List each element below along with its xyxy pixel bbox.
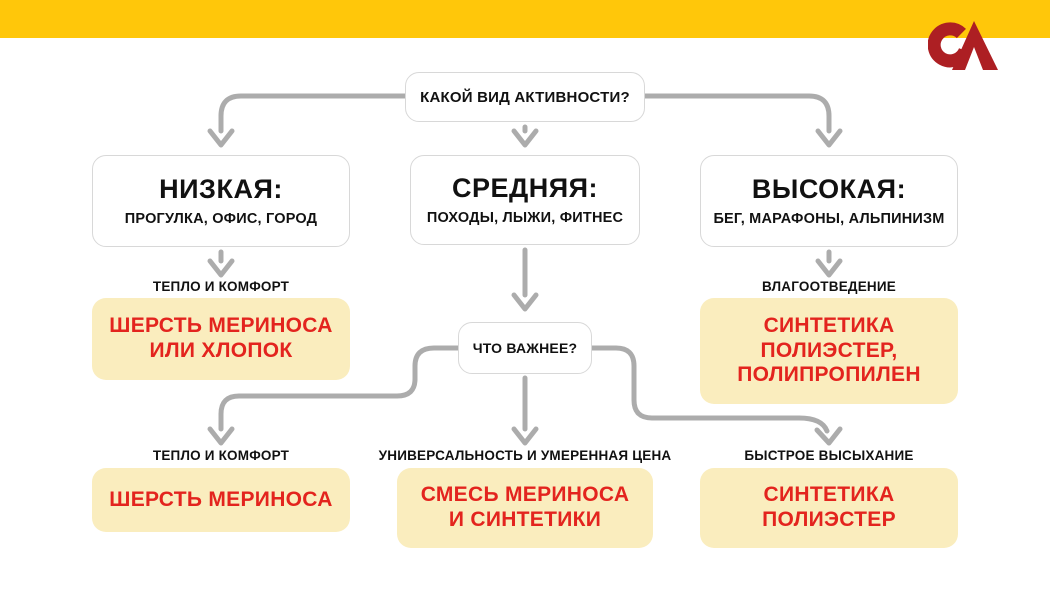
arrowhead-down-icon xyxy=(815,128,843,148)
arrowhead-down-icon xyxy=(814,426,843,446)
result-merino-box: ШЕРСТЬ МЕРИНОСА xyxy=(92,468,350,532)
activity-high-box: ВЫСОКАЯ: БЕГ, МАРАФОНЫ, АЛЬПИНИЗМ xyxy=(700,155,958,247)
connector-root-to-low xyxy=(218,93,408,134)
activity-low-box: НИЗКАЯ: ПРОГУЛКА, ОФИС, ГОРОД xyxy=(92,155,350,247)
secondary-question-label: ЧТО ВАЖНЕЕ? xyxy=(472,340,578,356)
result-blend-box: СМЕСЬ МЕРИНОСА И СИНТЕТИКИ xyxy=(397,468,653,548)
arrowhead-down-icon xyxy=(207,426,235,446)
root-question-label: КАКОЙ ВИД АКТИВНОСТИ? xyxy=(420,88,630,106)
arrowhead-down-icon xyxy=(207,258,235,278)
result-high-box: СИНТЕТИКА ПОЛИЭСТЕР, ПОЛИПРОПИЛЕН xyxy=(700,298,958,404)
yellow-header-bar xyxy=(0,0,1050,38)
criterion-drying-label: БЫСТРОЕ ВЫСЫХАНИЕ xyxy=(744,448,914,463)
connector-root-to-high xyxy=(642,93,832,134)
arrowhead-down-icon xyxy=(207,128,235,148)
result-low-box: ШЕРСТЬ МЕРИНОСА ИЛИ ХЛОПОК xyxy=(92,298,350,380)
secondary-question-box: ЧТО ВАЖНЕЕ? xyxy=(458,322,592,374)
activity-low-subtitle: ПРОГУЛКА, ОФИС, ГОРОД xyxy=(124,210,318,227)
criterion-high-label: ВЛАГООТВЕДЕНИЕ xyxy=(762,279,896,294)
activity-medium-subtitle: ПОХОДЫ, ЛЫЖИ, ФИТНЕС xyxy=(426,209,624,226)
criterion-low-label: ТЕПЛО И КОМФОРТ xyxy=(152,279,290,294)
activity-low-title: НИЗКАЯ: xyxy=(159,173,283,204)
result-synthetic-box: СИНТЕТИКА ПОЛИЭСТЕР xyxy=(700,468,958,548)
ca-monogram-logo-icon xyxy=(928,21,998,70)
criterion-warmth-label: ТЕПЛО И КОМФОРТ xyxy=(152,448,290,463)
root-question-box: КАКОЙ ВИД АКТИВНОСТИ? xyxy=(405,72,645,122)
arrowhead-down-icon xyxy=(511,426,539,446)
criterion-versatility-label: УНИВЕРСАЛЬНОСТЬ И УМЕРЕННАЯ ЦЕНА xyxy=(378,448,672,463)
activity-high-subtitle: БЕГ, МАРАФОНЫ, АЛЬПИНИЗМ xyxy=(713,210,945,227)
activity-high-title: ВЫСОКАЯ: xyxy=(751,173,907,204)
activity-medium-title: СРЕДНЯЯ: xyxy=(451,172,599,203)
arrowhead-down-icon xyxy=(511,292,539,312)
arrowhead-down-icon xyxy=(511,128,539,148)
arrowhead-down-icon xyxy=(815,258,843,278)
activity-medium-box: СРЕДНЯЯ: ПОХОДЫ, ЛЫЖИ, ФИТНЕС xyxy=(410,155,640,245)
